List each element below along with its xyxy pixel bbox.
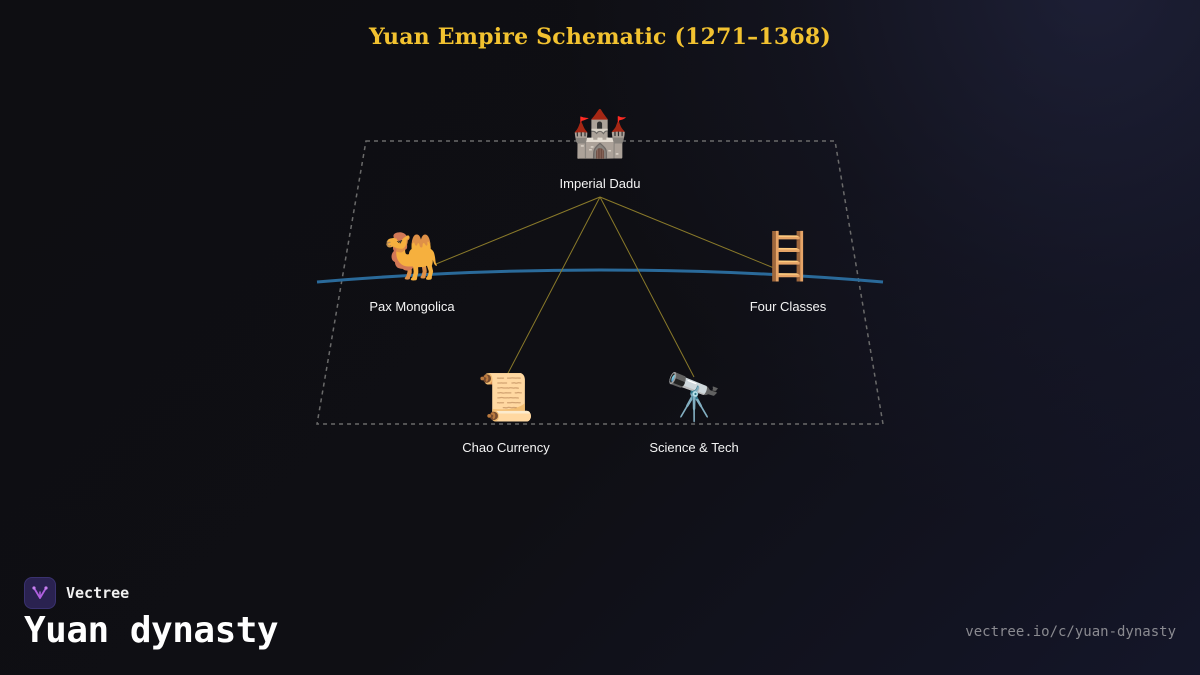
page-url[interactable]: vectree.io/c/yuan-dynasty — [965, 624, 1176, 640]
ladder-icon: 🪜 — [759, 231, 817, 282]
node-label: Science & Tech — [649, 440, 739, 455]
node-label: Chao Currency — [462, 440, 550, 455]
river-curve — [316, 268, 884, 284]
node-four-classes[interactable]: 🪜 Four Classes — [718, 229, 858, 314]
scroll-icon: 📜 — [477, 372, 535, 423]
brand[interactable]: Vectree — [24, 577, 129, 609]
diagram-title: Yuan Empire Schematic (1271–1368) — [369, 24, 831, 50]
edges-group — [435, 196, 775, 378]
camel-icon: 🐫 — [383, 231, 441, 282]
frame-outline — [316, 140, 884, 425]
edge-dadu-science — [599, 196, 695, 378]
page-title: Yuan dynasty — [24, 610, 279, 651]
node-label: Four Classes — [749, 299, 827, 314]
edge-dadu-chao — [505, 196, 601, 378]
vectree-logo-icon — [24, 577, 56, 609]
node-science-tech[interactable]: 🔭 Science & Tech — [624, 370, 764, 455]
telescope-icon: 🔭 — [665, 372, 723, 423]
node-chao-currency[interactable]: 📜 Chao Currency — [436, 370, 576, 455]
castle-icon: 🏰 — [571, 108, 629, 159]
node-label: Pax Mongolica — [369, 299, 455, 314]
edge-dadu-classes — [599, 196, 775, 269]
node-pax-mongolica[interactable]: 🐫 Pax Mongolica — [342, 229, 482, 314]
node-imperial-dadu[interactable]: 🏰 Imperial Dadu — [530, 106, 670, 191]
edge-dadu-pax — [435, 196, 601, 265]
brand-name: Vectree — [66, 584, 130, 602]
node-label: Imperial Dadu — [559, 176, 641, 191]
